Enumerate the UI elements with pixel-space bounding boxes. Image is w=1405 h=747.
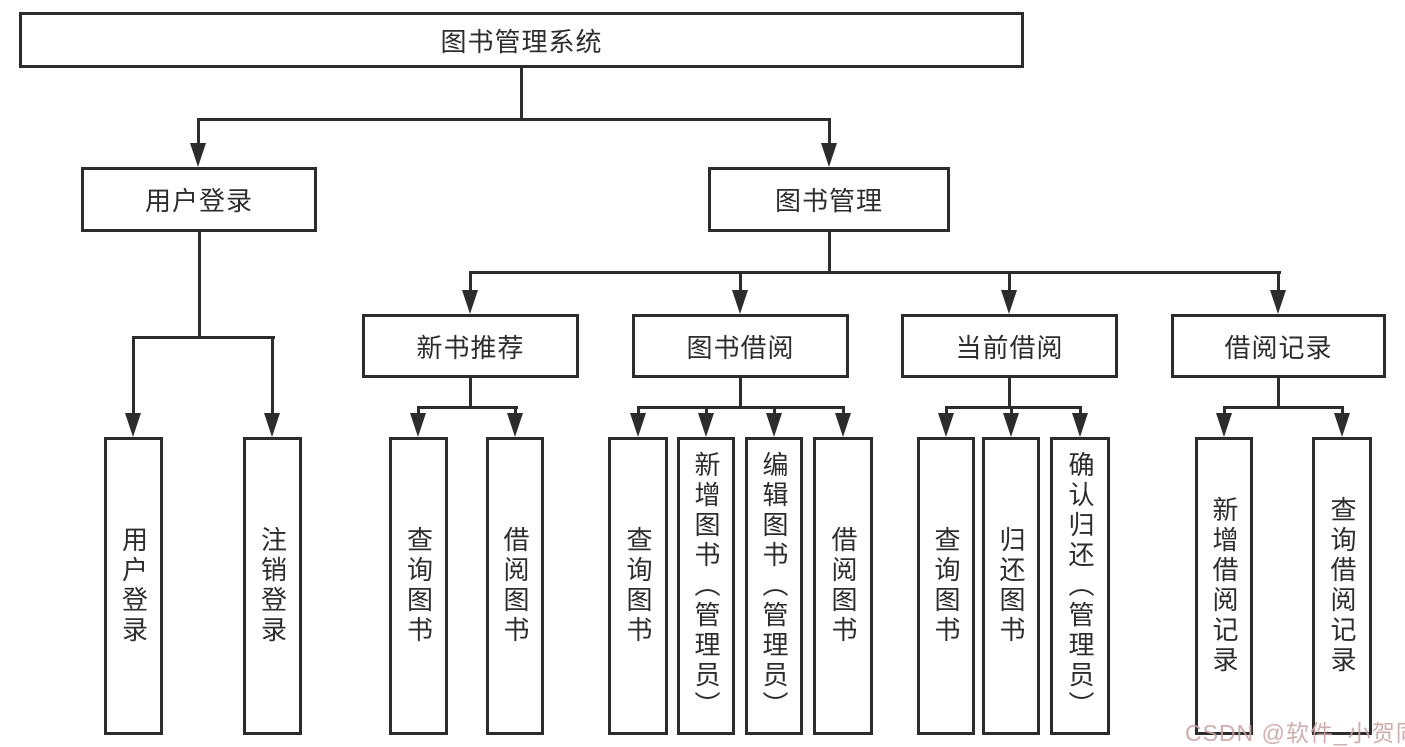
arrowhead-icon (125, 413, 141, 437)
arrowhead-icon (1334, 413, 1350, 437)
connector-line (739, 378, 742, 408)
node-current-borrowing: 当前借阅 (901, 314, 1118, 378)
node-label: 查询借阅记录 (1327, 496, 1357, 676)
connector-line (1277, 378, 1280, 408)
connector-line (1010, 406, 1013, 416)
connector-line (637, 406, 845, 409)
leaf-confirm-return-admin: 确认归还（管理员） (1050, 437, 1110, 735)
node-label: 图书管理系统 (440, 26, 603, 57)
arrowhead-icon (410, 413, 426, 437)
leaf-add-borrow-record: 新增借阅记录 (1195, 437, 1253, 735)
node-label: 借阅图书 (828, 526, 858, 646)
node-borrowing-records: 借阅记录 (1171, 314, 1386, 378)
node-label: 新书推荐 (416, 332, 525, 363)
leaf-edit-book-admin: 编辑图书（管理员） (745, 437, 803, 735)
node-label: 新增图书（管理员） (691, 451, 721, 721)
connector-line (1223, 406, 1344, 409)
node-label: 用户登录 (118, 526, 149, 646)
arrowhead-icon (821, 143, 837, 167)
node-new-book-recommendation: 新书推荐 (362, 314, 579, 378)
connector-line (1008, 271, 1011, 292)
node-label: 注销登录 (257, 526, 288, 646)
leaf-add-book-admin: 新增图书（管理员） (677, 437, 735, 735)
connector-line (828, 118, 831, 146)
arrowhead-icon (1072, 413, 1088, 437)
leaf-query-books-recommend: 查询图书 (389, 437, 448, 735)
connector-line (1008, 378, 1011, 408)
connector-line (1223, 406, 1226, 416)
arrowhead-icon (938, 413, 954, 437)
node-label: 图书管理 (774, 186, 883, 216)
arrowhead-icon (732, 290, 748, 314)
arrowhead-icon (835, 413, 851, 437)
connector-line (197, 118, 831, 121)
node-label: 借阅图书 (500, 526, 530, 646)
leaf-borrow-books-recommend: 借阅图书 (486, 437, 544, 735)
node-library-management-system: 图书管理系统 (19, 12, 1024, 68)
connector-line (469, 271, 472, 292)
connector-line (773, 406, 776, 416)
arrowhead-icon (1001, 290, 1017, 314)
arrowhead-icon (630, 413, 646, 437)
connector-line (945, 406, 948, 416)
connector-line (520, 68, 523, 120)
connector-line (469, 271, 1281, 274)
node-label: 编辑图书（管理员） (759, 451, 789, 721)
leaf-user-login: 用户登录 (104, 437, 163, 735)
connector-line (739, 271, 742, 292)
leaf-query-books-current: 查询图书 (917, 437, 975, 735)
node-user-login: 用户登录 (81, 167, 317, 232)
connector-line (1079, 406, 1082, 416)
connector-line (198, 232, 201, 338)
arrowhead-icon (264, 413, 280, 437)
node-label: 查询图书 (623, 526, 653, 646)
connector-line (133, 336, 275, 339)
node-label: 用户登录 (144, 186, 253, 216)
leaf-logout: 注销登录 (243, 437, 302, 735)
arrowhead-icon (507, 413, 523, 437)
arrowhead-icon (1270, 290, 1286, 314)
leaf-borrow-books-borrowing: 借阅图书 (813, 437, 873, 735)
leaf-return-book: 归还图书 (982, 437, 1040, 735)
connector-line (1277, 271, 1280, 292)
connector-line (514, 406, 517, 416)
node-label: 查询图书 (931, 526, 961, 646)
connector-line (842, 406, 845, 416)
node-book-management: 图书管理 (708, 167, 950, 232)
node-label: 新增借阅记录 (1209, 496, 1239, 676)
arrowhead-icon (190, 143, 206, 167)
connector-line (132, 336, 135, 416)
connector-line (469, 378, 472, 408)
arrowhead-icon (1003, 413, 1019, 437)
leaf-query-books-borrowing: 查询图书 (608, 437, 668, 735)
connector-line (197, 118, 200, 146)
connector-line (945, 406, 1082, 409)
node-label: 当前借阅 (955, 332, 1064, 363)
connector-line (1341, 406, 1344, 416)
connector-line (271, 336, 274, 416)
connector-line (828, 232, 831, 273)
arrowhead-icon (1216, 413, 1232, 437)
node-book-borrowing: 图书借阅 (632, 314, 849, 378)
node-label: 归还图书 (996, 526, 1026, 646)
node-label: 借阅记录 (1224, 332, 1333, 363)
connector-line (417, 406, 420, 416)
node-label: 查询图书 (403, 526, 434, 646)
arrowhead-icon (462, 290, 478, 314)
node-label: 图书借阅 (686, 332, 795, 363)
arrowhead-icon (698, 413, 714, 437)
node-label: 确认归还（管理员） (1065, 451, 1095, 721)
connector-line (705, 406, 708, 416)
connector-line (417, 406, 518, 409)
leaf-query-borrow-record: 查询借阅记录 (1312, 437, 1372, 735)
connector-line (637, 406, 640, 416)
arrowhead-icon (766, 413, 782, 437)
csdn-watermark: CSDN @软件_小贺同学 (1185, 720, 1405, 746)
